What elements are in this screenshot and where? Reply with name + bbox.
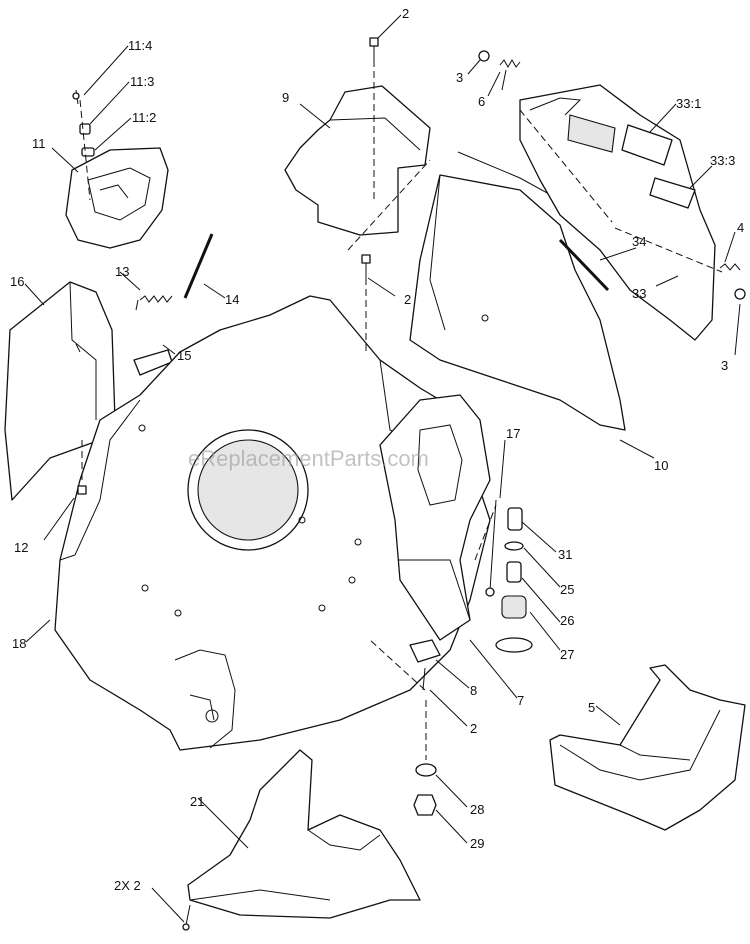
callout-25: 25 [560,582,574,597]
callout-21: 21 [190,794,204,809]
part-2-screw-mid [361,254,371,278]
part-27-wheel-knob [495,595,533,653]
callout-34: 34 [632,234,646,249]
callout-6: 6 [478,94,485,109]
callout-11-4: 11:4 [128,38,152,53]
callout-27: 27 [560,647,574,662]
part-11-4-pin [72,89,80,105]
part-10-rear-shield [409,151,626,431]
callout-17: 17 [506,426,520,441]
part-18-mower-deck [54,295,491,751]
callout-33-1: 33:1 [676,96,701,111]
callout-2x2: 2X 2 [114,878,141,893]
assembly-dash-lines [79,60,723,760]
callout-11-3: 11:3 [130,74,154,89]
part-13-spring [135,295,173,311]
callout-31: 31 [558,547,572,562]
callout-8: 8 [470,683,477,698]
part-31-knob [507,507,523,531]
part-17-bolt [485,499,497,597]
callout-29: 29 [470,836,484,851]
part-7-adjuster-plate [379,394,491,641]
callout-16: 16 [10,274,24,289]
callout-5: 5 [588,700,595,715]
callout-12: 12 [14,540,28,555]
callout-11: 11 [32,136,46,151]
part-3-clip-right [734,288,746,300]
callout-2-low: 2 [470,721,477,736]
part-11-bracket [65,147,169,249]
callout-4: 4 [737,220,744,235]
part-11-3-knob [79,123,91,135]
part-6-spring [499,58,521,91]
part-29-nut [413,794,437,816]
part-33-1-label [621,124,673,166]
part-28-washer [415,763,437,777]
callout-14: 14 [225,292,239,307]
callout-11-2: 11:2 [132,110,156,125]
callout-13: 13 [115,264,129,279]
callout-15: 15 [177,348,191,363]
callout-7: 7 [517,693,524,708]
part-16-rear-flap [4,281,116,501]
part-26-spacer [506,561,522,583]
part-5-chute-guard [549,664,746,831]
part-21-deflector [187,749,421,919]
part-14-rod [183,233,214,299]
callout-labels: 2 9 3 6 33:1 33:3 4 34 33 3 10 11:4 11:3… [10,6,744,893]
callout-33-3: 33:3 [710,153,735,168]
callout-3-right: 3 [721,358,728,373]
watermark-text: eReplacementParts.com [188,446,429,471]
part-11-2-clip [81,147,95,157]
callout-33: 33 [632,286,646,301]
part-33-3-label [649,177,696,209]
callout-2-mid: 2 [404,292,411,307]
part-4-spring [719,263,741,271]
part-2-screw-top [369,37,379,60]
part-2-screw-low [422,667,426,691]
part-12-screw [77,485,87,495]
callout-18: 18 [12,636,26,651]
leader-lines [24,14,741,923]
part-2-screw-bottom [182,904,191,931]
part-25-washer [504,541,524,551]
callout-26: 26 [560,613,574,628]
callout-3-top: 3 [456,70,463,85]
part-8-bracket [409,639,441,663]
part-34-rod [558,238,610,292]
part-9-plate [284,85,431,236]
part-3-clip-top [478,50,490,62]
callout-28: 28 [470,802,484,817]
callout-2-top: 2 [402,6,409,21]
callout-10: 10 [654,458,668,473]
callout-9: 9 [282,90,289,105]
